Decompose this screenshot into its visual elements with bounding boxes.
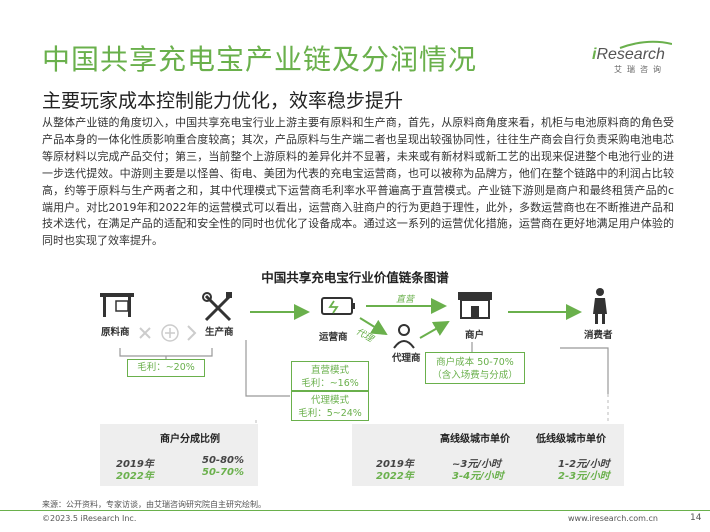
- low-tier-price-2022: 2-3元/小时: [558, 471, 610, 482]
- footer-url[interactable]: www.iresearch.com.cn: [568, 514, 658, 523]
- right-year-2022: 2022年: [376, 471, 414, 482]
- body-paragraph: 从整体产业链的角度切入，中国共享充电宝行业上游主要有原料和生产商，首先，从原料商…: [42, 116, 674, 248]
- operator-to-agent-arrow: [359, 317, 388, 336]
- high-tier-price-2019: ~3元/小时: [452, 459, 501, 470]
- merchant-share-2022: 50-70%: [202, 467, 245, 478]
- direct-model-margin: 毛利：~16%: [301, 378, 359, 389]
- left-year-2019: 2019年: [116, 459, 154, 470]
- left-year-2022: 2022年: [116, 471, 154, 482]
- page-title: 中国共享充电宝产业链及分润情况: [42, 43, 478, 76]
- agent-to-merchant-arrow: [419, 321, 450, 339]
- dashed-panel-connectors: [255, 394, 609, 424]
- agent-model-box: 代理模式 毛利：5~24%: [291, 391, 369, 421]
- store-icon: [458, 292, 492, 319]
- page-number: 14: [690, 513, 702, 523]
- direct-model-title: 直营模式: [310, 365, 349, 376]
- diagram-title: 中国共享充电宝行业价值链条图谱: [261, 270, 449, 285]
- high-tier-price-2022: 3-4元/小时: [452, 471, 504, 482]
- agent-person-icon: [393, 324, 415, 349]
- tools-icon: [202, 292, 232, 322]
- direct-model-box: 直营模式 毛利：~16%: [291, 361, 369, 391]
- logo-chinese: 艾瑞咨询: [614, 65, 666, 74]
- merchant-share-panel: [100, 424, 258, 486]
- bracket-lines: [119, 340, 609, 397]
- agent-label: 代理商: [392, 353, 421, 364]
- battery-icon: [321, 297, 355, 315]
- merchant-cost-title: 商户成本 50-70%: [436, 357, 514, 368]
- merchant-share-header: 商户分成比例: [160, 434, 220, 445]
- low-tier-price-header: 低线级城市单价: [536, 434, 606, 445]
- agent-model-title: 代理模式: [310, 395, 349, 406]
- copyright: ©2023.5 iResearch Inc.: [42, 514, 137, 523]
- raw-material-icon: [100, 293, 134, 317]
- high-tier-price-header: 高线级城市单价: [440, 434, 510, 445]
- page-subtitle: 主要玩家成本控制能力优化，效率稳步提升: [42, 90, 404, 112]
- low-tier-price-2019: 1-2元/小时: [558, 459, 610, 470]
- producer-gross-margin-box: 毛利：~20%: [127, 359, 205, 377]
- source-note: 来源：公开资料，专家访谈，由艾瑞咨询研究院自主研究绘制。: [42, 500, 266, 509]
- raw-to-producer-connector: [139, 324, 197, 342]
- operator-label: 运营商: [319, 332, 348, 343]
- footer-divider: [0, 510, 710, 511]
- merchant-cost-note: （含入场费与分成）: [432, 370, 518, 381]
- consumer-label: 消费者: [584, 330, 613, 341]
- logo-wordmark: iResearch: [592, 46, 665, 63]
- merchant-share-2019: 50-80%: [202, 455, 245, 466]
- merchant-cost-box: 商户成本 50-70% （含入场费与分成）: [425, 352, 525, 384]
- unit-price-panel: [352, 424, 624, 486]
- right-year-2019: 2019年: [376, 459, 414, 470]
- iresearch-logo: iResearch 艾瑞咨询: [592, 40, 672, 80]
- agent-model-margin: 毛利：5~24%: [298, 408, 362, 419]
- merchant-label: 商户: [465, 330, 485, 341]
- direct-edge-label: 直营: [396, 295, 415, 305]
- producer-label: 生产商: [205, 327, 234, 338]
- raw-material-label: 原料商: [101, 327, 130, 338]
- consumer-person-icon: [593, 288, 607, 324]
- logo-swoosh-icon: [619, 40, 672, 49]
